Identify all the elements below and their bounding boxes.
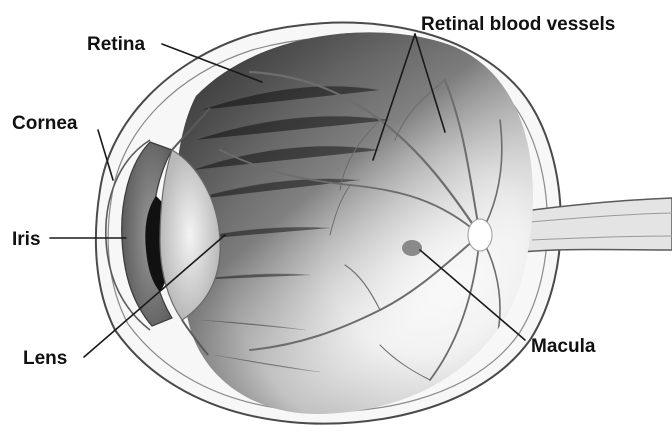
- label-iris: Iris: [12, 229, 41, 250]
- label-macula: Macula: [531, 336, 596, 357]
- label-retina: Retina: [87, 34, 146, 55]
- label-cornea: Cornea: [12, 113, 78, 134]
- label-lens: Lens: [23, 348, 67, 369]
- label-retinal-blood-vessels: Retinal blood vessels: [421, 14, 615, 35]
- macula-shape: [402, 240, 422, 256]
- optic-disc-shape: [468, 219, 492, 251]
